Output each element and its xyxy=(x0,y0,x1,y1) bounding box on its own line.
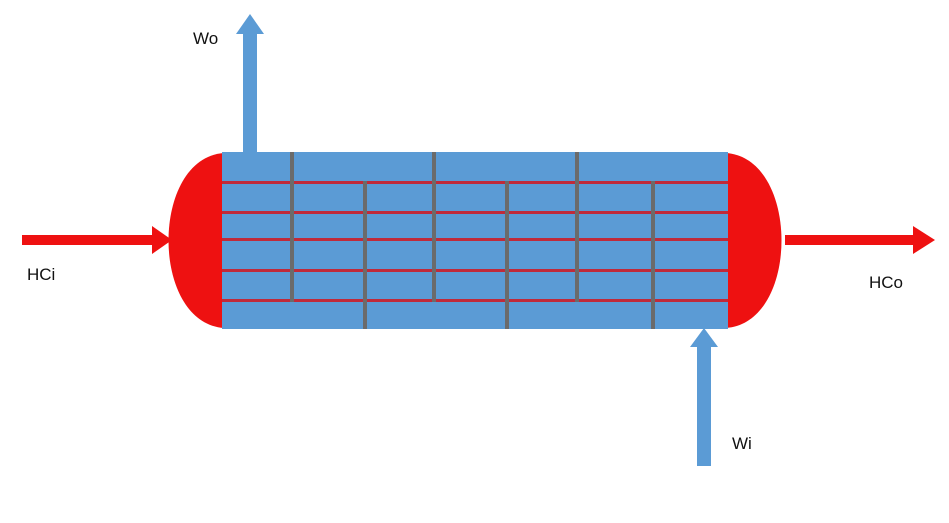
baffle-bottom xyxy=(651,181,655,329)
right-head xyxy=(726,153,782,328)
tube-line xyxy=(222,211,728,214)
left-head xyxy=(168,153,224,328)
water-outlet-arrow xyxy=(236,14,264,154)
tube-line xyxy=(222,299,728,302)
tube-bundle xyxy=(222,181,728,302)
tube-line xyxy=(222,181,728,184)
tube-line xyxy=(222,269,728,272)
water-outlet-label: Wo xyxy=(193,29,219,48)
baffle-top xyxy=(290,152,294,302)
hot-outlet-arrow xyxy=(785,226,935,254)
baffle-top xyxy=(575,152,579,302)
water-inlet-label: Wi xyxy=(732,434,752,453)
tube-line xyxy=(222,238,728,241)
water-inlet-arrow xyxy=(690,328,718,466)
hot-inlet-label: HCi xyxy=(27,265,56,284)
hot-inlet-arrow xyxy=(22,226,172,254)
baffles xyxy=(290,152,655,329)
hot-outlet-label: HCo xyxy=(869,273,904,292)
baffle-bottom xyxy=(505,181,509,329)
baffle-bottom xyxy=(363,181,367,329)
baffle-top xyxy=(432,152,436,302)
